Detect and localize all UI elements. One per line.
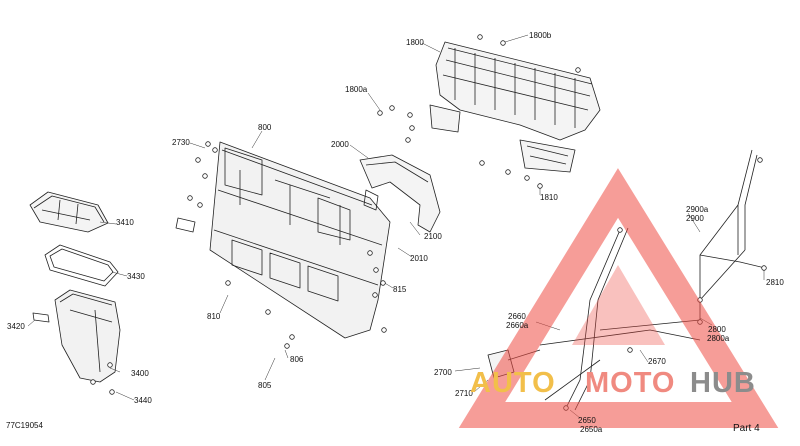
- label-2650a: 2650a: [580, 425, 603, 434]
- label-805: 805: [258, 381, 272, 390]
- label-2660: 2660: [508, 312, 526, 321]
- label-806: 806: [290, 355, 304, 364]
- label-3410: 3410: [116, 218, 134, 227]
- label-2100: 2100: [424, 232, 442, 241]
- watermark-word-hub: HUB: [690, 367, 756, 399]
- label-2800a: 2800a: [707, 334, 730, 343]
- label-1800: 1800: [406, 38, 424, 47]
- watermark-logo: [458, 168, 779, 428]
- reference-code: 77C19054: [6, 421, 43, 430]
- label-2700: 2700: [434, 368, 452, 377]
- watermark-word-auto: AUTO: [470, 367, 556, 399]
- part-3420-handle: [32, 312, 50, 323]
- label-2660a: 2660a: [506, 321, 529, 330]
- label-1810: 1810: [540, 193, 558, 202]
- label-3440: 3440: [134, 396, 152, 405]
- label-2800: 2800: [708, 325, 726, 334]
- label-3430: 3430: [127, 272, 145, 281]
- label-2900a: 2900a: [686, 205, 709, 214]
- label-1800a: 1800a: [345, 85, 368, 94]
- label-810: 810: [207, 312, 221, 321]
- label-2710: 2710: [455, 389, 473, 398]
- label-1800b: 1800b: [529, 31, 552, 40]
- label-2010: 2010: [410, 254, 428, 263]
- part-2000-bracket: [359, 154, 441, 233]
- label-2650: 2650: [578, 416, 596, 425]
- label-800: 800: [258, 123, 272, 132]
- label-815: 815: [393, 285, 407, 294]
- part-3410-tray: [29, 191, 109, 233]
- part-800-panel: [175, 141, 391, 339]
- part-3400-bin: [54, 289, 121, 383]
- label-2900: 2900: [686, 214, 704, 223]
- watermark-word-moto: MOTO: [585, 367, 676, 399]
- label-3420: 3420: [7, 322, 25, 331]
- label-2810: 2810: [766, 278, 784, 287]
- part-3430-seal: [44, 244, 119, 287]
- label-2000: 2000: [331, 140, 349, 149]
- label-3400: 3400: [131, 369, 149, 378]
- label-2730: 2730: [172, 138, 190, 147]
- label-2670: 2670: [648, 357, 666, 366]
- page-label: Part 4: [733, 423, 760, 434]
- part-1800-rack: [429, 41, 601, 173]
